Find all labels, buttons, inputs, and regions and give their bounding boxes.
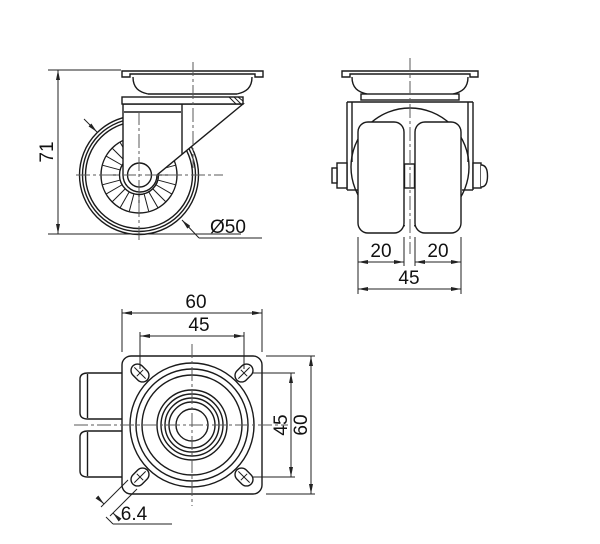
rim-leader-arrow — [83, 118, 98, 133]
dimension-bolt-spacing-horizontal-45: 45 — [139, 315, 245, 369]
swivel-bearing — [121, 76, 253, 105]
front-view — [331, 58, 489, 254]
plan-view — [74, 344, 288, 506]
swivel-fork — [122, 103, 245, 193]
bolt-slot-bottom-right — [234, 467, 254, 487]
dim-label-bolt-spacing-vertical: 45 — [271, 414, 292, 435]
dim-label-wheel-diameter: Ø50 — [210, 217, 246, 238]
dim-label-slot-width: 6.4 — [121, 504, 148, 525]
dim-label-plate-width: 60 — [185, 292, 206, 313]
dim-label-wheel-width-left: 20 — [370, 241, 391, 262]
axle-end-tabs — [331, 162, 489, 189]
dim-label-track-width: 45 — [398, 268, 419, 289]
side-view — [76, 62, 264, 242]
dimension-slot-width-6-4: 6.4 — [95, 479, 172, 525]
dimension-plate-width-60: 60 — [121, 292, 263, 352]
dim-label-plate-height: 60 — [291, 414, 312, 435]
dim-label-height: 71 — [37, 141, 58, 162]
bolt-slot-bottom-left — [130, 467, 150, 487]
centerlines-side — [76, 62, 223, 242]
dimension-height-71: 71 — [37, 69, 241, 235]
dimension-wheel-diameter: Ø50 — [181, 217, 262, 239]
bolt-slot-top-right — [234, 363, 254, 383]
dimension-bolt-spacing-vertical-45: 45 — [252, 372, 295, 478]
dimension-wheel-widths: 20 20 45 — [357, 237, 462, 294]
dim-label-bolt-spacing-horizontal: 45 — [188, 315, 209, 336]
dimension-plate-height-60: 60 — [266, 355, 315, 495]
centerlines-plan — [74, 344, 288, 506]
bolt-slot-top-left — [130, 363, 150, 383]
mounting-plate-front — [341, 70, 479, 78]
wheels-under-plate — [79, 372, 122, 478]
dim-label-wheel-width-right: 20 — [427, 241, 448, 262]
twin-wheels — [357, 121, 462, 234]
